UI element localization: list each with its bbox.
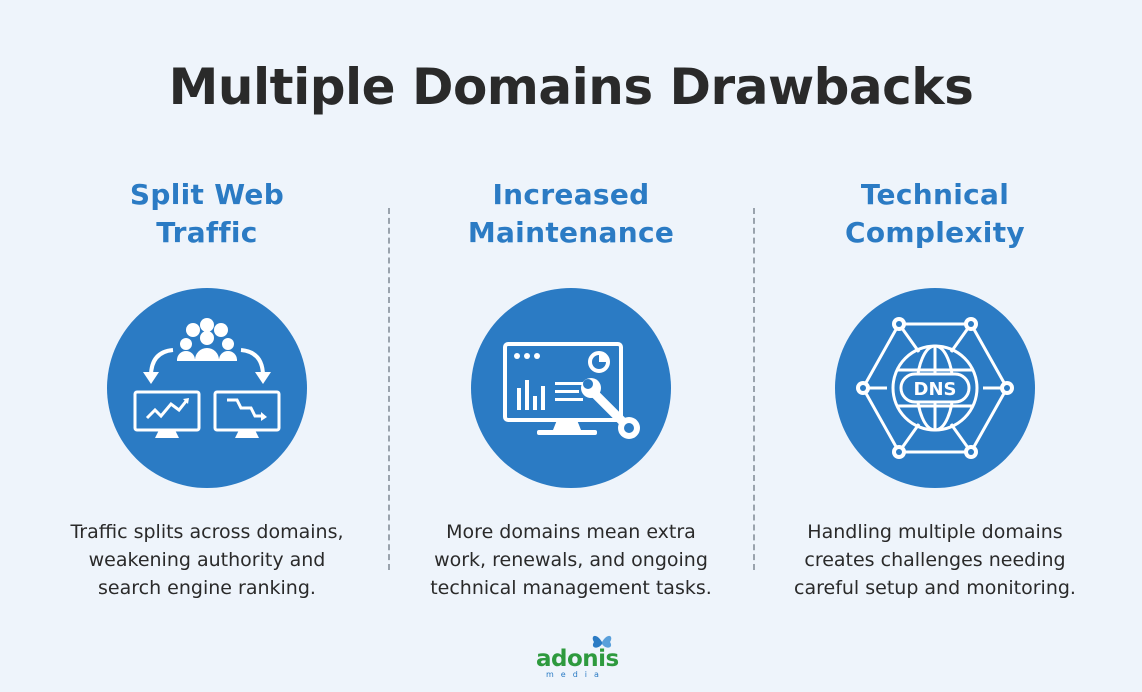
column-description: More domains mean extra work, renewals, … (430, 521, 712, 599)
butterfly-icon (592, 635, 612, 648)
monitor-wrench-icon (471, 288, 671, 488)
dns-label: DNS (914, 379, 957, 400)
column-increased-maintenance: Increased Maintenance (391, 0, 751, 692)
page-title: Multiple Domains Drawbacks (168, 58, 974, 116)
column-divider (388, 208, 390, 570)
column-technical-complexity: Technical Complexity (755, 0, 1115, 692)
traffic-split-icon (107, 288, 307, 488)
dns-network-icon: DNS (835, 288, 1035, 488)
column-divider (753, 208, 755, 570)
logo-wordmark: adonis (536, 646, 619, 672)
column-heading: Technical Complexity (845, 178, 1025, 249)
column-heading: Increased Maintenance (467, 178, 675, 249)
logo-subtext: media (546, 670, 606, 679)
adonis-media-logo: adonis media (536, 632, 619, 680)
column-description: Traffic splits across domains, weakening… (70, 521, 344, 599)
column-description: Handling multiple domains creates challe… (794, 521, 1076, 599)
column-split-web-traffic: Split Web Traffic (27, 0, 387, 692)
column-heading: Split Web Traffic (129, 178, 285, 249)
